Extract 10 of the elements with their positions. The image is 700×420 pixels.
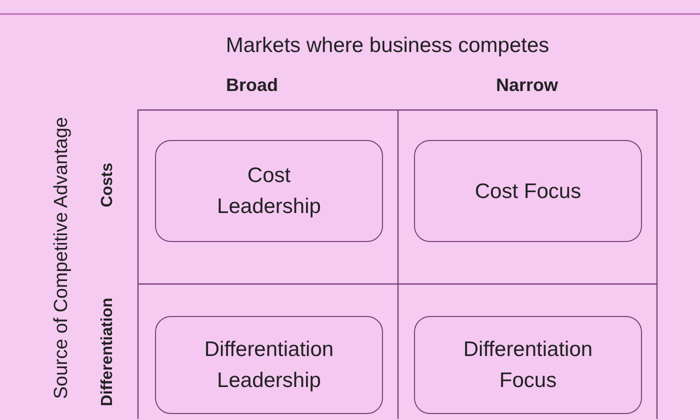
strategy-box: Differentiation Leadership: [155, 316, 383, 414]
title: Markets where business competes: [224, 34, 550, 58]
strategy-box: Differentiation Focus: [414, 316, 642, 414]
row-header: Differentiation: [99, 298, 117, 406]
strategy-box: Cost Leadership: [155, 140, 383, 242]
column-header: Broad: [224, 75, 279, 96]
axis-title: Source of Competitive Advantage: [51, 117, 73, 399]
column-header: Narrow: [494, 75, 559, 96]
row-header: Costs: [99, 162, 117, 208]
strategy-box: Cost Focus: [414, 140, 642, 242]
